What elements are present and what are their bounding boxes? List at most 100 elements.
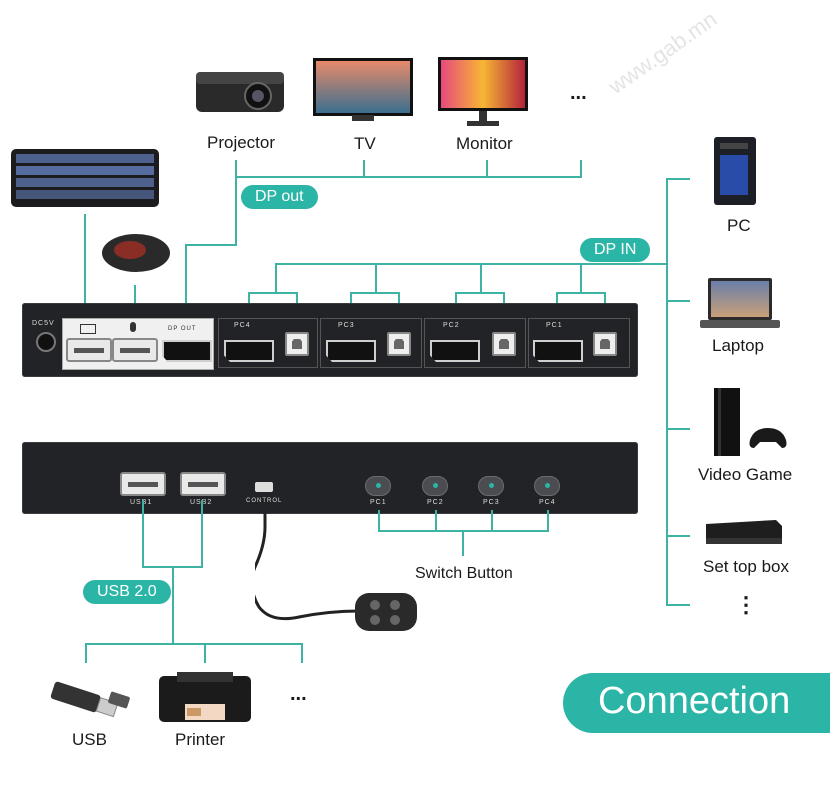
dp-out-port-label: DP OUT <box>168 326 197 332</box>
line <box>235 176 237 246</box>
line <box>556 292 606 294</box>
watermark: www.gab.mn <box>603 6 722 99</box>
rear-usb-port-1[interactable] <box>66 338 112 362</box>
printer-image <box>159 672 251 722</box>
line <box>235 176 582 178</box>
line <box>172 566 174 644</box>
pc-label: PC <box>727 216 751 235</box>
switch-button-pc2[interactable] <box>422 476 448 496</box>
control-label: CONTROL <box>246 498 283 504</box>
pc1-group <box>528 318 630 368</box>
line <box>580 263 582 293</box>
pc3-group <box>320 318 422 368</box>
connection-banner <box>563 673 830 733</box>
rear-port-label: PC1 <box>546 322 563 329</box>
usb2-port[interactable] <box>180 472 226 496</box>
line <box>84 214 86 342</box>
projector-image <box>196 72 284 112</box>
tv-image <box>313 58 413 121</box>
pc2-group <box>424 318 526 368</box>
line <box>375 263 377 293</box>
dc-label: DC5V <box>32 320 55 327</box>
line <box>455 292 505 294</box>
video-game-image <box>714 388 787 456</box>
projector-label: Projector <box>207 133 276 152</box>
line <box>275 263 277 293</box>
line <box>350 292 400 294</box>
usb1-label: USB1 <box>130 499 152 506</box>
switch-button-pc3[interactable] <box>478 476 504 496</box>
line <box>185 244 187 342</box>
line <box>275 263 668 265</box>
rear-port-label: PC3 <box>338 322 355 329</box>
mouse-image <box>102 234 170 272</box>
pc3-dp-port[interactable] <box>326 340 376 362</box>
line <box>85 643 87 663</box>
button-label: PC2 <box>427 499 444 506</box>
switch-button-pc4[interactable] <box>534 476 560 496</box>
line <box>462 530 464 556</box>
video-game-label: Video Game <box>698 465 793 484</box>
line <box>142 500 144 568</box>
set-top-box-label: Set top box <box>703 557 790 576</box>
mouse-icon <box>130 322 136 332</box>
button-label: PC4 <box>539 499 556 506</box>
pc4-usb-b-port[interactable] <box>285 332 309 356</box>
pc2-usb-b-port[interactable] <box>492 332 516 356</box>
pc-image <box>714 137 756 205</box>
more-top: ... <box>570 82 587 104</box>
rear-dp-out-port[interactable] <box>162 340 212 362</box>
more-bottom: ... <box>290 683 307 705</box>
usb-20-pill: USB 2.0 <box>83 580 171 604</box>
button-label: PC1 <box>370 499 387 506</box>
line <box>185 244 237 246</box>
laptop-image <box>700 278 780 328</box>
rear-port-label: PC4 <box>234 322 251 329</box>
pc4-group <box>218 318 318 368</box>
rear-port-label: PC2 <box>443 322 460 329</box>
keyboard-image <box>11 149 159 207</box>
line <box>378 510 380 532</box>
control-port[interactable] <box>255 482 273 492</box>
dp-out-pill: DP out <box>241 185 318 209</box>
usb1-port[interactable] <box>120 472 166 496</box>
line <box>363 160 365 178</box>
usb-drive-image <box>50 681 130 718</box>
line <box>204 643 206 663</box>
pc2-dp-port[interactable] <box>430 340 480 362</box>
line <box>491 510 493 532</box>
line <box>435 510 437 532</box>
line <box>547 510 549 532</box>
pc1-usb-b-port[interactable] <box>593 332 617 356</box>
line <box>666 428 690 430</box>
set-top-box-image <box>706 520 782 544</box>
button-label: PC3 <box>483 499 500 506</box>
line <box>85 643 303 645</box>
remote-controller-image <box>255 507 417 631</box>
printer-label: Printer <box>175 730 226 749</box>
dc-jack[interactable] <box>36 332 56 352</box>
usb-label: USB <box>72 730 107 749</box>
switch-button-label: Switch Button <box>415 565 513 582</box>
switch-button-pc1[interactable] <box>365 476 391 496</box>
line <box>580 160 582 178</box>
pc1-dp-port[interactable] <box>533 340 583 362</box>
line <box>201 500 203 568</box>
monitor-label: Monitor <box>456 134 513 153</box>
laptop-label: Laptop <box>712 336 764 355</box>
line <box>666 535 690 537</box>
monitor-image <box>438 57 528 126</box>
connection-title: Connection <box>598 680 791 722</box>
line <box>666 604 690 606</box>
line <box>301 643 303 663</box>
line <box>480 263 482 293</box>
pc3-usb-b-port[interactable] <box>387 332 411 356</box>
more-right: ⋮ <box>735 592 757 617</box>
pc4-dp-port[interactable] <box>224 340 274 362</box>
line <box>486 160 488 178</box>
rear-usb-port-2[interactable] <box>112 338 158 362</box>
dp-in-pill: DP IN <box>580 238 651 262</box>
line <box>666 300 690 302</box>
tv-label: TV <box>354 134 376 153</box>
